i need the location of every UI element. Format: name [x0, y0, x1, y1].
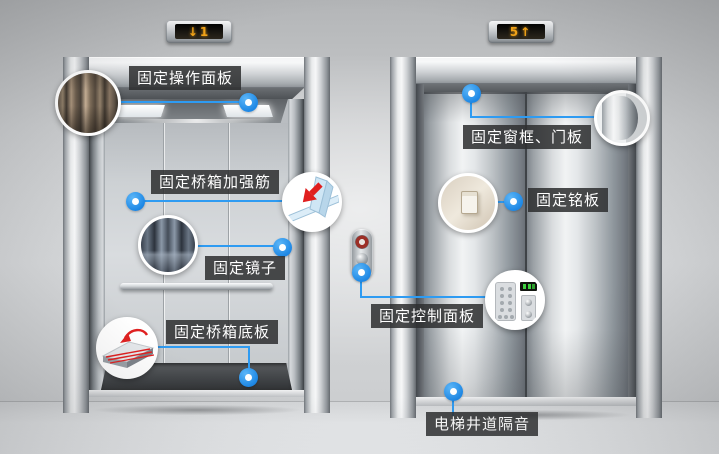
- control-panel-call-button: [525, 299, 532, 306]
- callout-line-control-h: [360, 296, 490, 298]
- right-elevator-lintel-underside: [416, 84, 636, 92]
- callout-line-mirror: [194, 245, 284, 247]
- right-elevator-lintel: [390, 57, 662, 84]
- hotspot-reinforce[interactable]: [126, 192, 145, 211]
- cab-door-sill: [89, 390, 304, 397]
- door-handle-photo: [597, 93, 647, 143]
- cab-wall-seam: [228, 123, 229, 363]
- cab-handrail: [120, 283, 273, 290]
- label-mirror: 固定镜子: [205, 256, 286, 280]
- hall-call-down-button[interactable]: [356, 253, 368, 265]
- callout-line-window-h: [470, 116, 600, 118]
- hotspot-op-panel[interactable]: [239, 93, 258, 112]
- inset-op-panel-photo: [55, 70, 121, 136]
- right-elevator-frame-left: [390, 57, 416, 418]
- callout-line-control-v: [360, 272, 362, 298]
- callout-line-reinforce: [135, 200, 287, 202]
- inset-door-handle-photo: [594, 90, 650, 146]
- mirror-photo: [141, 218, 195, 272]
- right-elevator-jamb-right: [628, 84, 636, 397]
- callout-line-floor-panel-h: [152, 346, 250, 348]
- right-indicator-display: 5↑: [497, 24, 545, 39]
- floor-panel-illustration: [99, 320, 155, 376]
- control-panel-illustration: [488, 273, 542, 327]
- left-floor-indicator: ↓1: [166, 20, 232, 43]
- label-nameplate: 固定铭板: [528, 188, 609, 212]
- cab-ceiling-light: [115, 105, 165, 117]
- hotspot-floor-panel[interactable]: [239, 368, 258, 387]
- corner-joint-illustration: [285, 175, 339, 229]
- landing-floor: [0, 402, 719, 454]
- control-panel-call-button: [525, 311, 532, 318]
- hotspot-nameplate[interactable]: [504, 192, 523, 211]
- left-elevator-shadow: [58, 403, 336, 417]
- right-elevator-jamb-left: [416, 84, 424, 397]
- right-elevator-sill: [416, 397, 636, 406]
- callout-line-floor-panel-v: [248, 346, 250, 379]
- inset-mirror-photo: [138, 215, 198, 275]
- hotspot-window-frame[interactable]: [462, 84, 481, 103]
- hotspot-mirror[interactable]: [273, 238, 292, 257]
- inset-nameplate-photo: [438, 173, 498, 233]
- op-panel-photo: [58, 73, 118, 133]
- label-op-panel: 固定操作面板: [129, 66, 242, 90]
- label-floor-panel: 固定桥箱底板: [166, 320, 279, 344]
- nameplate-photo: [441, 176, 495, 230]
- door-center-seam: [525, 92, 527, 397]
- nameplate-plate: [461, 191, 478, 214]
- label-shaft: 电梯井道隔音: [426, 412, 539, 436]
- control-panel-display: [520, 282, 537, 291]
- door-handle-cylinder: [602, 96, 638, 140]
- hotspot-control-panel[interactable]: [352, 263, 371, 282]
- callout-line-shaft: [452, 391, 454, 416]
- control-panel-buttons: [500, 287, 504, 291]
- hotspot-shaft[interactable]: [444, 382, 463, 401]
- cab-side-return-left: [89, 99, 105, 397]
- inset-control-panel: [485, 270, 545, 330]
- inset-floor-panel: [96, 317, 158, 379]
- control-panel-button-plate: [495, 282, 516, 321]
- left-indicator-display: ↓1: [175, 24, 223, 39]
- control-panel-call-plate: [521, 295, 536, 321]
- label-control-panel: 固定控制面板: [371, 304, 484, 328]
- label-reinforce: 固定桥箱加强筋: [151, 170, 280, 194]
- hall-call-up-button[interactable]: [355, 235, 369, 249]
- inset-corner-joint: [282, 172, 342, 232]
- callout-line-window-v: [470, 93, 472, 118]
- left-elevator-frame-right: [304, 57, 330, 413]
- label-window-frame: 固定窗框、门板: [463, 125, 592, 149]
- right-floor-indicator: 5↑: [488, 20, 554, 43]
- callout-line-op-panel: [113, 101, 249, 103]
